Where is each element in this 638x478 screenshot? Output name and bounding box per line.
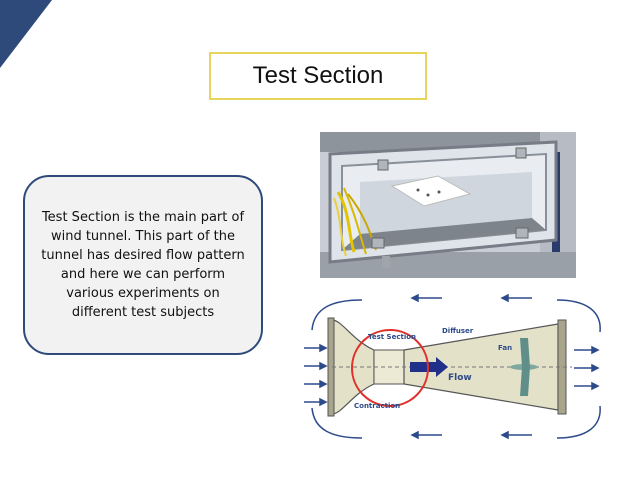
description-box: Test Section is the main part of wind tu… (23, 175, 263, 355)
diagram-label-flow: Flow (448, 373, 472, 383)
title-box: Test Section (209, 52, 427, 100)
diagram-label-diffuser: Diffuser (442, 327, 474, 335)
corner-accent (0, 0, 52, 68)
diagram-label-fan: Fan (498, 344, 512, 352)
wind-tunnel-diagram: Test Section Diffuser Fan Flow Contracti… (302, 290, 612, 458)
description-text: Test Section is the main part of wind tu… (41, 210, 245, 320)
test-section-photo (320, 132, 576, 278)
diagram-label-test-section: Test Section (368, 333, 416, 341)
slide-title: Test Section (252, 62, 384, 89)
diagram-label-contraction: Contraction (354, 402, 400, 410)
